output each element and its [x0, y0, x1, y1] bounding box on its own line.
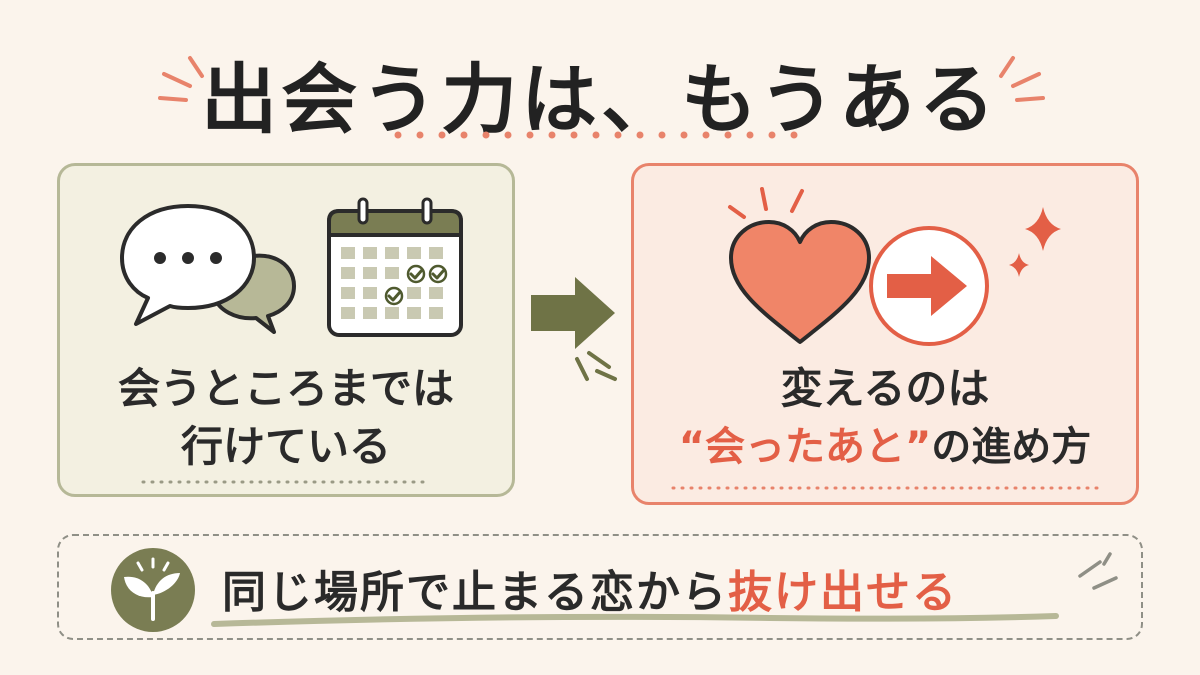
bottom-banner — [57, 534, 1143, 640]
left-panel-line1: 会うところまでは — [117, 364, 454, 413]
circle-arrow-icon — [869, 226, 989, 346]
title-dotted-underline — [394, 131, 798, 139]
chat-bubbles-icon — [120, 204, 296, 334]
heart-icon — [729, 220, 871, 344]
left-panel-text: 会うところまでは 行けている — [57, 360, 515, 476]
right-panel-line2: “会ったあと”の進め方 — [631, 418, 1139, 476]
page-title: 出会う力は、もうある — [201, 55, 999, 144]
right-panel-rest: の進め方 — [931, 424, 1092, 470]
sprout-icon — [111, 548, 195, 632]
right-panel — [631, 163, 1139, 505]
bottom-message-normal: 同じ場所で止まる恋から — [222, 567, 728, 618]
right-panel-highlight: 会ったあと — [705, 424, 905, 470]
right-dotted-underline — [671, 486, 1099, 490]
calendar-check-icon — [327, 197, 463, 337]
left-panel-line2: 行けている — [180, 422, 391, 471]
left-dotted-underline — [141, 480, 429, 484]
title-spark-right-icon — [999, 56, 1045, 102]
right-panel-line1: 変えるのは — [780, 364, 990, 413]
sparkle-icon — [1009, 207, 1061, 277]
brush-underline — [211, 613, 1059, 627]
quote-open: “ — [678, 424, 705, 470]
bottom-message-highlight: 抜け出せる — [728, 567, 958, 618]
quote-close: ” — [905, 424, 932, 470]
bottom-spark-icon — [1078, 552, 1118, 590]
heart-spark-icon — [728, 187, 804, 219]
title-spark-left-icon — [158, 56, 204, 102]
bottom-message: 同じ場所で止まる恋から抜け出せる — [222, 556, 958, 620]
arrow-right-icon — [531, 277, 617, 381]
